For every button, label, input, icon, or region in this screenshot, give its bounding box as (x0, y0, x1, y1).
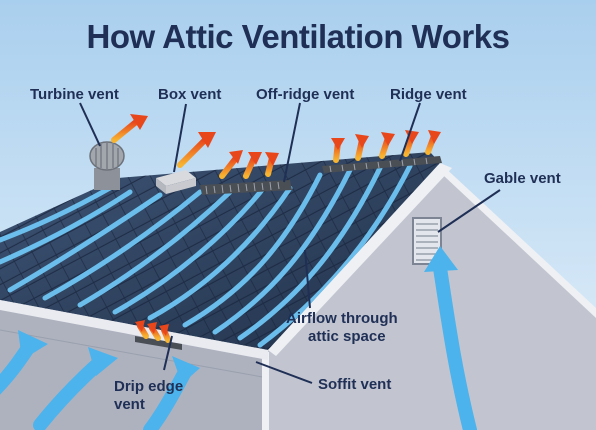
turbine-vent-graphic (89, 141, 125, 190)
rake-trim (268, 163, 452, 356)
label-gable-vent: Gable vent (484, 170, 561, 187)
airflow-streams (0, 163, 413, 348)
box-vent-graphic (156, 170, 196, 194)
gable-wall (268, 163, 596, 430)
label-drip-edge-vent: Drip edge vent (114, 378, 183, 414)
label-airflow-line1: Airflow through (286, 310, 398, 327)
page-title: How Attic Ventilation Works (86, 18, 510, 55)
label-drip-edge-line1: Drip edge (114, 378, 184, 395)
leader-lines (79, 102, 501, 384)
fascia (0, 300, 268, 360)
label-airflow: Airflow through attic space (286, 310, 398, 346)
label-off-ridge-vent: Off-ridge vent (256, 86, 355, 103)
label-box-vent: Box vent (158, 86, 222, 103)
ridge-vent-graphic (322, 156, 442, 173)
label-ridge-vent: Ridge vent (390, 86, 467, 103)
label-drip-edge-line2: vent (114, 396, 145, 413)
corner-trim (262, 352, 269, 430)
label-turbine-vent: Turbine vent (30, 86, 119, 103)
label-soffit-vent: Soffit vent (318, 376, 392, 393)
label-airflow-line2: attic space (308, 328, 386, 345)
off-ridge-vent-graphic (200, 180, 292, 195)
